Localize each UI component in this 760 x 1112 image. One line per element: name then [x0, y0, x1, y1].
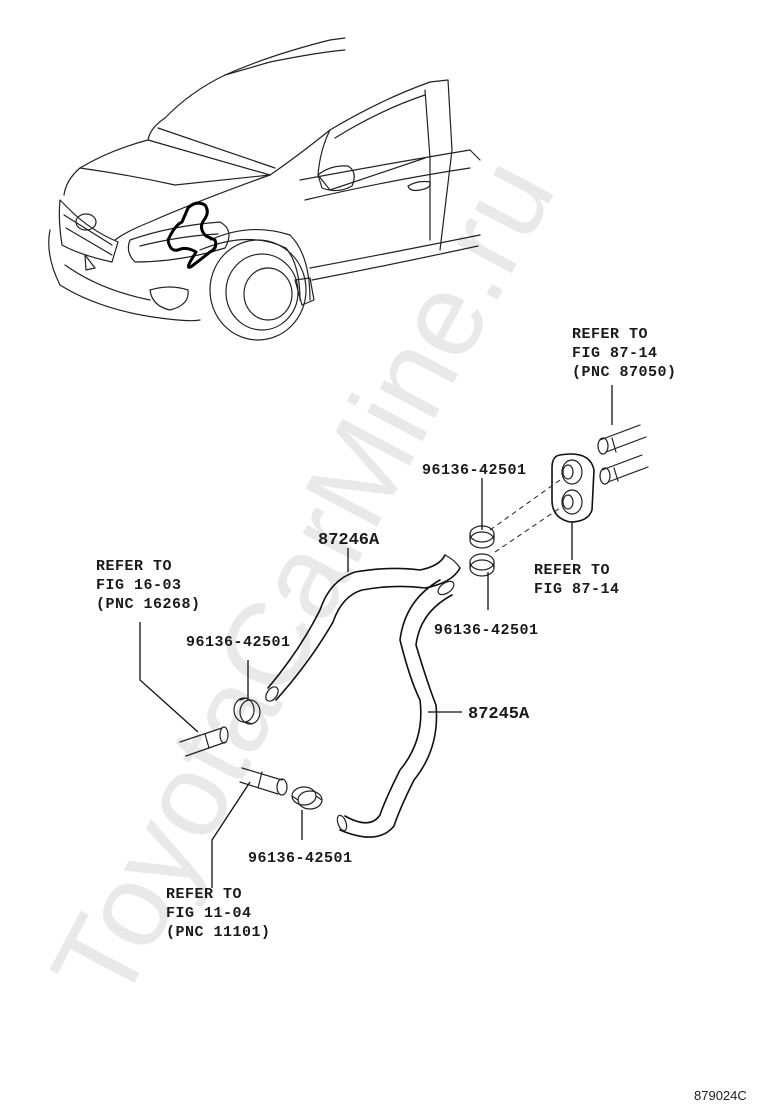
grommet [551, 453, 595, 523]
part-number-clamp[interactable]: 96136-42501 [186, 634, 291, 651]
hose-87245a [336, 579, 455, 838]
svg-text:REFER TO: REFER TO [96, 558, 172, 575]
part-number-hose-lower[interactable]: 87245A [468, 705, 530, 724]
svg-text:FIG 87-14: FIG 87-14 [534, 581, 620, 598]
part-number-clamp[interactable]: 96136-42501 [422, 462, 527, 479]
svg-text:(PNC 16268): (PNC 16268) [96, 596, 201, 613]
part-number-hose-upper[interactable]: 87246A [318, 531, 380, 550]
heater-pipe-lower-left [239, 767, 288, 796]
part-number-clamp[interactable]: 96136-42501 [434, 622, 539, 639]
refer-fig-87-14-pnc-87050[interactable]: REFER TO FIG 87-14 (PNC 87050) [572, 326, 677, 381]
vehicle-illustration [48, 37, 481, 341]
hose-87246a [265, 554, 461, 702]
hose-clamp [233, 697, 261, 725]
svg-text:(PNC 87050): (PNC 87050) [572, 364, 677, 381]
svg-text:FIG 11-04: FIG 11-04 [166, 905, 252, 922]
svg-text:REFER TO: REFER TO [572, 326, 648, 343]
heater-pipe-upper-pair [597, 424, 649, 485]
svg-text:FIG 16-03: FIG 16-03 [96, 577, 182, 594]
svg-text:FIG 87-14: FIG 87-14 [572, 345, 658, 362]
heater-pipe-left [179, 726, 229, 757]
hose-clamp [469, 553, 495, 577]
svg-text:REFER TO: REFER TO [166, 886, 242, 903]
part-number-clamp[interactable]: 96136-42501 [248, 850, 353, 867]
figure-code: 879024C [694, 1088, 747, 1103]
hose-clamp [291, 786, 323, 810]
refer-fig-87-14[interactable]: REFER TO FIG 87-14 [534, 562, 620, 598]
svg-text:REFER TO: REFER TO [534, 562, 610, 579]
svg-text:(PNC 11101): (PNC 11101) [166, 924, 271, 941]
refer-fig-11-04[interactable]: REFER TO FIG 11-04 (PNC 11101) [166, 886, 271, 941]
refer-fig-16-03[interactable]: REFER TO FIG 16-03 (PNC 16268) [96, 558, 201, 613]
